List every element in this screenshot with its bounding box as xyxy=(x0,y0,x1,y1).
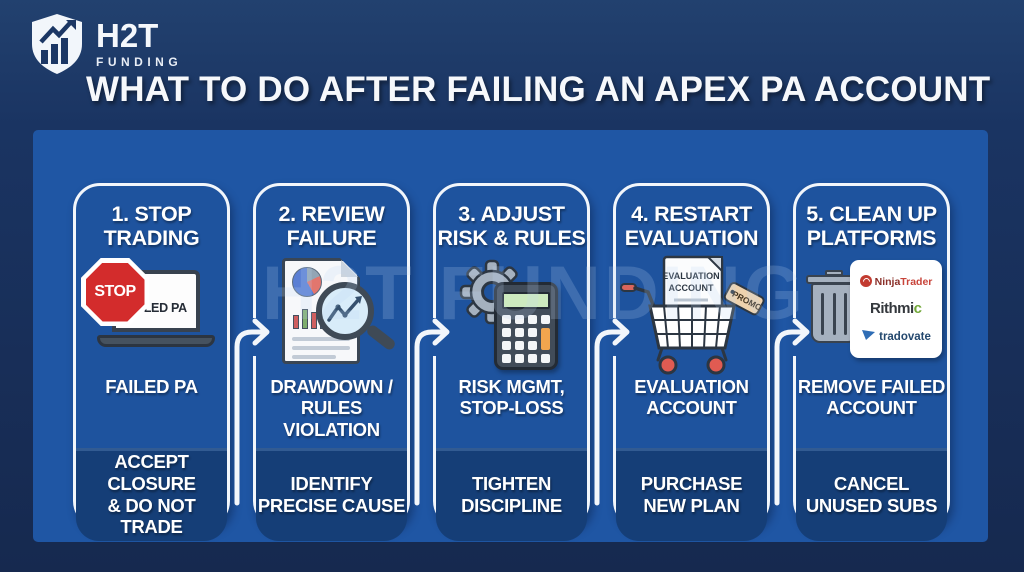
svg-text:ACCOUNT: ACCOUNT xyxy=(669,283,714,293)
laptop-base xyxy=(97,335,215,347)
page-title: WHAT TO DO AFTER FAILING AN APEX PA ACCO… xyxy=(86,70,991,109)
calculator-screen xyxy=(502,292,550,309)
stop-sign-icon: STOP xyxy=(81,258,149,326)
step-label: FAILED PA xyxy=(105,376,198,397)
rithmic-logo: Rithmic xyxy=(869,300,922,317)
flow-arrow-1 xyxy=(234,318,270,506)
magnifier-icon xyxy=(316,282,374,340)
pie-chart-icon xyxy=(292,267,322,297)
step-label: DRAWDOWN /RULES VIOLATION xyxy=(270,376,393,440)
flow-arrow-4 xyxy=(774,318,810,506)
shield-chart-icon xyxy=(28,12,86,81)
gear-calculator-icon xyxy=(436,258,587,370)
report-magnifier-icon xyxy=(256,258,407,370)
ninjatrader-logo: NinjaTrader xyxy=(859,272,932,290)
trash-platforms-icon: NinjaTrader Rithmic tradovate xyxy=(796,258,947,370)
cart-frame xyxy=(620,283,736,375)
step-label: RISK MGMT,STOP-LOSS xyxy=(458,376,565,419)
brand-subtitle: FUNDING xyxy=(96,55,183,69)
platform-logos-card: NinjaTrader Rithmic tradovate xyxy=(850,260,942,358)
brand-name: H2T xyxy=(96,17,159,54)
ninjatrader-icon xyxy=(859,275,872,287)
shopping-cart-icon: EVALUATION ACCOUNT PROMO xyxy=(616,255,767,375)
flow-arrow-2 xyxy=(414,318,450,506)
trash-icon xyxy=(806,270,862,343)
watermark-text: H2T FUNDING xyxy=(262,251,806,336)
svg-text:EVALUATION: EVALUATION xyxy=(662,271,719,281)
tradovate-icon xyxy=(861,328,876,346)
flow-arrow-3 xyxy=(594,318,630,506)
calculator-keys xyxy=(502,315,550,363)
step-action: ACCEPT CLOSURE& DO NOT TRADE xyxy=(76,448,227,541)
brand-logo: H2T FUNDING xyxy=(28,12,182,81)
evaluation-doc: EVALUATION ACCOUNT xyxy=(662,255,724,313)
calculator-icon xyxy=(494,282,558,370)
failed-laptop-icon: FAILED PA STOP xyxy=(76,258,227,370)
tradovate-logo: tradovate xyxy=(861,328,931,346)
